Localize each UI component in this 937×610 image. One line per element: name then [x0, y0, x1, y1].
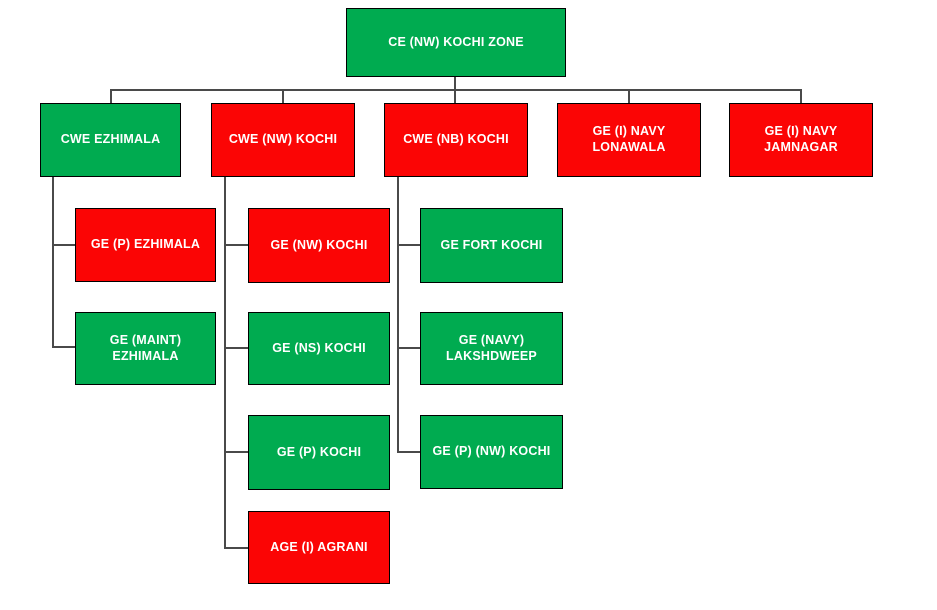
org-node-label: GE (I) NAVY JAMNAGAR — [764, 124, 838, 154]
org-node-label: CWE (NB) KOCHI — [403, 132, 509, 147]
connector-col3-stub-1 — [397, 244, 421, 246]
org-node-ce-nw-kochi-zone: CE (NW) KOCHI ZONE — [346, 8, 566, 77]
org-node-cwe-nw-kochi: CWE (NW) KOCHI — [211, 103, 355, 177]
org-node-ge-nw-kochi: GE (NW) KOCHI — [248, 208, 390, 283]
connector-drop-cwe-nw-kochi — [282, 89, 284, 103]
connector-drop-cwe-nb-kochi — [454, 89, 456, 103]
org-node-label: CE (NW) KOCHI ZONE — [388, 34, 524, 49]
org-node-ge-i-navy-jamnagar: GE (I) NAVY JAMNAGAR — [729, 103, 873, 177]
org-node-cwe-nb-kochi: CWE (NB) KOCHI — [384, 103, 528, 177]
org-node-ge-fort-kochi: GE FORT KOCHI — [420, 208, 563, 283]
connector-col1-spine — [52, 176, 54, 348]
org-node-label: CWE (NW) KOCHI — [228, 132, 338, 147]
connector-drop-ge-i-navy-lonawala — [628, 89, 630, 103]
org-node-label: AGE (I) AGRANI — [270, 539, 368, 554]
connector-root-drop — [454, 77, 456, 89]
org-node-ge-p-ezhimala: GE (P) EZHIMALA — [75, 208, 216, 282]
org-node-label: GE FORT KOCHI — [440, 237, 543, 252]
org-node-label: GE (MAINT) EZHIMALA — [109, 332, 182, 363]
connector-top-bus — [110, 89, 802, 91]
connector-col2-stub-2 — [224, 347, 249, 349]
org-node-cwe-ezhimala: CWE EZHIMALA — [40, 103, 181, 177]
org-node-label: GE (NS) KOCHI — [272, 340, 366, 355]
org-node-label: GE (NW) KOCHI — [270, 237, 368, 252]
org-node-label: GE (P) EZHIMALA — [90, 237, 201, 252]
org-node-ge-navy-lakshdweep: GE (NAVY) LAKSHDWEEP — [420, 312, 563, 385]
org-node-ge-maint-ezhimala: GE (MAINT) EZHIMALA — [75, 312, 216, 385]
connector-col3-stub-3 — [397, 451, 421, 453]
connector-col1-stub-1 — [52, 244, 76, 246]
connector-col2-stub-3 — [224, 451, 249, 453]
org-node-age-i-agrani: AGE (I) AGRANI — [248, 511, 390, 584]
org-node-ge-i-navy-lonawala: GE (I) NAVY LONAWALA — [557, 103, 701, 177]
connector-col3-stub-2 — [397, 347, 421, 349]
connector-col1-stub-2 — [52, 346, 76, 348]
org-node-ge-p-nw-kochi: GE (P) (NW) KOCHI — [420, 415, 563, 489]
org-node-label: GE (P) (NW) KOCHI — [432, 444, 551, 459]
org-node-label: GE (NAVY) LAKSHDWEEP — [446, 332, 537, 363]
connector-col3-spine — [397, 177, 399, 453]
connector-drop-cwe-ezhimala — [110, 89, 112, 103]
connector-col2-stub-4 — [224, 547, 249, 549]
connector-drop-ge-i-navy-jamnagar — [800, 89, 802, 103]
org-node-label: GE (I) NAVY LONAWALA — [592, 124, 666, 154]
connector-col2-stub-1 — [224, 244, 249, 246]
connector-col2-spine — [224, 177, 226, 549]
org-node-ge-ns-kochi: GE (NS) KOCHI — [248, 312, 390, 385]
org-node-ge-p-kochi: GE (P) KOCHI — [248, 415, 390, 490]
org-node-label: CWE EZHIMALA — [60, 132, 161, 147]
org-node-label: GE (P) KOCHI — [276, 444, 362, 459]
